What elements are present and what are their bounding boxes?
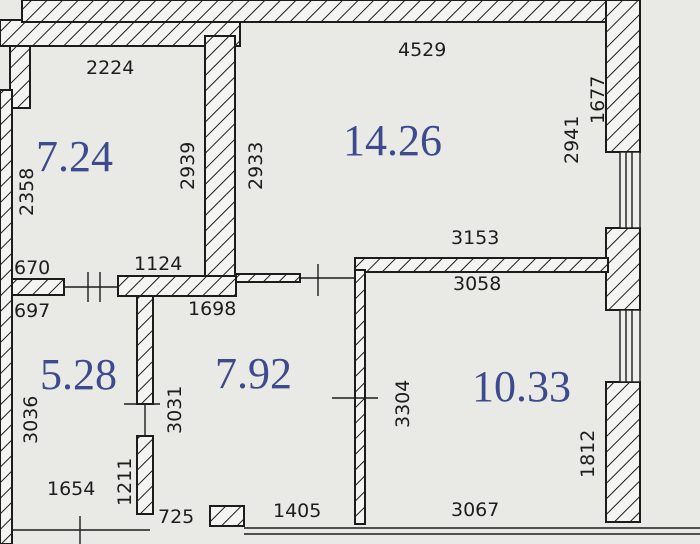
room-fills [12, 22, 608, 534]
wall-partition-cd-lower [136, 435, 154, 515]
wall-partition-b-e [354, 257, 609, 273]
dimension-4529: 4529 [398, 39, 446, 61]
doors [12, 264, 700, 544]
dimension-2358: 2358 [16, 168, 38, 216]
wall-left-mid [0, 89, 13, 544]
wall-partition-de [354, 269, 366, 525]
dimension-3304: 3304 [392, 380, 414, 428]
room-areas: 7.24 14.26 5.28 7.92 10.33 [36, 116, 571, 411]
dimension-3058: 3058 [453, 273, 501, 295]
walls [0, 0, 641, 544]
room-b-area: 14.26 [343, 116, 442, 165]
dimension-2933: 2933 [245, 142, 267, 190]
dimension-1405: 1405 [273, 500, 321, 522]
dimension-2941: 2941 [561, 116, 583, 164]
dimension-3031: 3031 [164, 386, 186, 434]
dimension-725: 725 [158, 506, 194, 528]
room-a-area: 7.24 [36, 132, 113, 181]
windows [619, 151, 641, 383]
dimension-labels: 2224 4529 3153 670 1124 3058 697 1698 16… [14, 39, 609, 528]
dimension-2224: 2224 [86, 57, 134, 79]
dimension-1677: 1677 [587, 76, 609, 124]
wall-top-right [21, 0, 641, 23]
dimension-3153: 3153 [451, 227, 499, 249]
wall-bottom-stub [209, 505, 245, 527]
dimension-3067: 3067 [451, 499, 499, 521]
wall-partition-ab [204, 35, 236, 281]
wall-top-left [0, 19, 241, 47]
room-c-area: 5.28 [40, 350, 117, 399]
wall-left-upper [9, 45, 31, 109]
wall-right-lower [605, 381, 641, 523]
room-d-area: 7.92 [215, 349, 292, 398]
dimension-3036: 3036 [20, 396, 42, 444]
wall-partition-a-c-left [11, 278, 65, 296]
room-e-area: 10.33 [472, 362, 571, 411]
dimension-1812: 1812 [577, 430, 599, 478]
dimension-670: 670 [14, 257, 50, 279]
wall-partition-cd-upper [136, 295, 154, 405]
dimension-1124: 1124 [134, 253, 182, 275]
dimension-697: 697 [14, 300, 50, 322]
dimension-1211: 1211 [114, 458, 136, 506]
wall-right-upper [605, 0, 641, 153]
wall-partition-b-d [235, 273, 301, 283]
wall-partition-a-c-right [117, 275, 237, 297]
dimension-1654: 1654 [47, 478, 95, 500]
dimension-1698: 1698 [188, 298, 236, 320]
dimension-2939: 2939 [177, 142, 199, 190]
wall-right-mid [605, 227, 641, 311]
